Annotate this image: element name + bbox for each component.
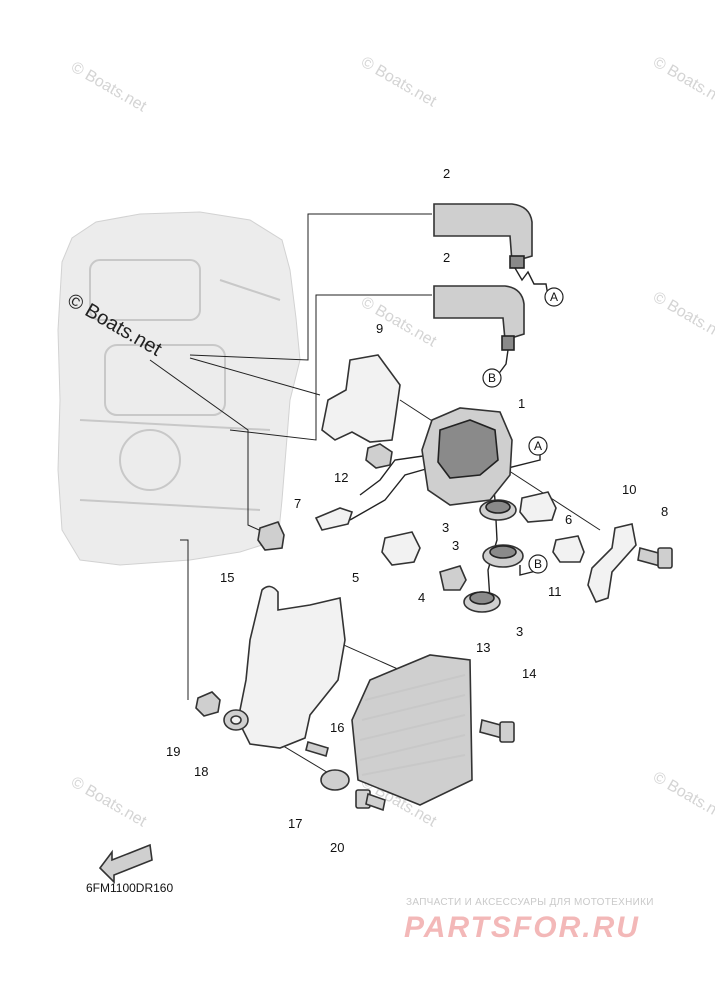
bracket	[321, 354, 401, 443]
watermark-text: © Boats.net	[358, 294, 440, 351]
bolt-20	[355, 789, 386, 812]
bolt-12	[365, 443, 393, 469]
watermark-text: © Boats.net	[650, 289, 715, 346]
screw-16	[305, 740, 329, 758]
clamp-5	[381, 531, 421, 566]
callout-number: 6	[565, 512, 572, 527]
reference-letter: A	[550, 290, 558, 304]
engine-silhouette	[57, 211, 301, 566]
callout-number: 2	[443, 166, 450, 181]
collar-17	[320, 769, 350, 791]
callout-number: 17	[288, 816, 302, 831]
plate-10	[587, 523, 637, 603]
holder-11	[552, 535, 585, 563]
plug-cap-upper	[433, 203, 533, 269]
washer-18	[223, 709, 249, 731]
ignition-coil	[421, 407, 513, 506]
watermark-text: © Boats.net	[68, 774, 150, 831]
grommets	[463, 499, 524, 613]
holder-6	[519, 491, 557, 523]
watermark-text: © Boats.net	[68, 59, 150, 116]
callout-number: 20	[330, 840, 344, 855]
brand-tagline: ЗАПЧАСТИ И АКСЕССУАРЫ ДЛЯ МОТОТЕХНИКИ	[406, 897, 654, 908]
callout-number: 11	[548, 584, 562, 599]
callout-number: 12	[334, 470, 348, 485]
callout-number: 2	[443, 250, 450, 265]
watermark-text: © Boats.net	[358, 54, 440, 111]
callout-number: 1	[518, 396, 525, 411]
callout-number: 5	[352, 570, 359, 585]
bolt-14	[479, 718, 515, 743]
callout-number: 3	[452, 538, 459, 553]
reference-markers: A B A B	[482, 287, 564, 574]
callout-number: 3	[516, 624, 523, 639]
brand-logo: PARTSFOR.RU	[404, 911, 640, 944]
clamp-4	[439, 565, 467, 591]
watermark-text: © Boats.net	[650, 769, 715, 826]
diagram-code: 6FM1100DR160	[86, 881, 173, 895]
gasket-15	[237, 585, 346, 749]
coil-connector	[314, 507, 354, 531]
reference-letter: B	[488, 371, 496, 385]
reference-letter: B	[534, 557, 542, 571]
watermark-text: © Boats.net	[650, 54, 715, 111]
callout-number: 8	[661, 504, 668, 519]
callout-number: 4	[418, 590, 425, 605]
plug-cap-lower	[433, 285, 525, 351]
reference-letter: A	[534, 439, 542, 453]
clamp-7	[257, 521, 285, 551]
callout-number: 15	[220, 570, 234, 585]
callout-number: 9	[376, 321, 383, 336]
direction-arrow-icon	[98, 843, 153, 884]
callout-number: 13	[476, 640, 490, 655]
callout-number: 19	[166, 744, 180, 759]
callout-number: 18	[194, 764, 208, 779]
callout-number: 3	[442, 520, 449, 535]
callout-number: 7	[294, 496, 301, 511]
callout-number: 16	[330, 720, 344, 735]
nut-19	[195, 691, 221, 717]
bolt-8	[637, 546, 673, 569]
callout-number: 10	[622, 482, 636, 497]
callout-number: 14	[522, 666, 536, 681]
rectifier-regulator	[351, 654, 473, 806]
callout-labels: 1 2 2 3 3 3 4 5 6 7 8 9 10 11 12 13 14 1…	[166, 166, 668, 855]
